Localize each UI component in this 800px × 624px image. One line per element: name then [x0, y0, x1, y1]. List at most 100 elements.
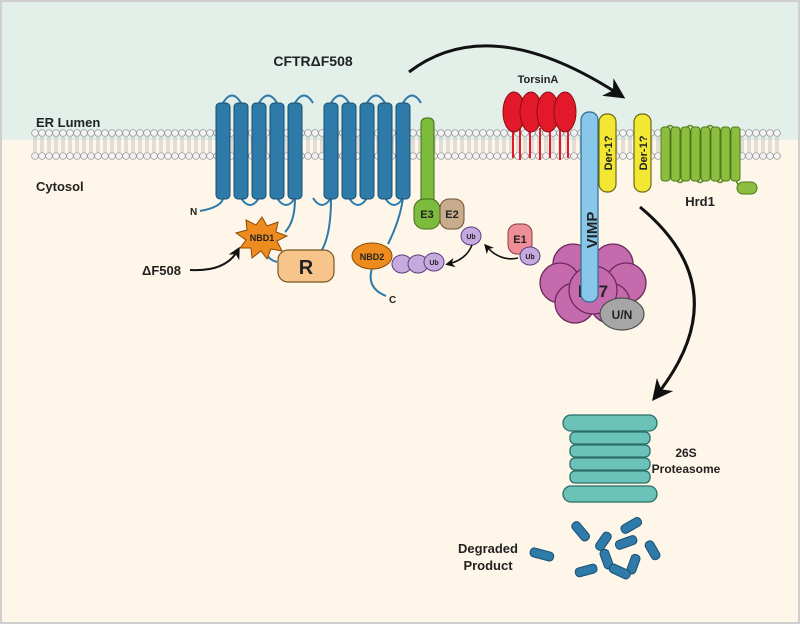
lipid-head — [66, 129, 74, 137]
lipid-head — [409, 129, 417, 137]
nbd1-starburst-icon — [234, 216, 289, 261]
lipid-head — [108, 129, 116, 137]
lipid-head — [570, 129, 578, 137]
cftr-transmembrane-helices — [215, 102, 411, 200]
lipid-head — [304, 129, 312, 137]
der1-protein-a — [598, 113, 617, 193]
n-terminus-label: N — [190, 207, 197, 218]
lipid-head — [66, 152, 74, 160]
lipid-head — [178, 129, 186, 137]
lipid-head — [500, 152, 508, 160]
lipid-head — [45, 152, 53, 160]
lipid-head — [444, 129, 452, 137]
lipid-head — [521, 152, 529, 160]
lipid-head — [206, 129, 214, 137]
lipid-head — [486, 152, 494, 160]
lipid-head — [493, 152, 501, 160]
cftr-title: CFTRΔF508 — [273, 53, 353, 69]
lipid-head — [458, 129, 466, 137]
e3-label: E3 — [420, 209, 433, 221]
vimp-protein — [580, 111, 599, 303]
lipid-head — [206, 152, 214, 160]
proteasome-label-line1: 26S — [675, 446, 696, 460]
lipid-head — [31, 152, 39, 160]
lipid-head — [150, 152, 158, 160]
lipid-head — [38, 129, 46, 137]
retrotranslocation-arrow — [408, 44, 626, 99]
lipid-head — [493, 129, 501, 137]
c-terminus-label: C — [389, 295, 396, 306]
torsina-label: TorsinA — [518, 74, 559, 86]
lipid-head — [766, 152, 774, 160]
lipid-head — [87, 152, 95, 160]
lipid-head — [479, 129, 487, 137]
lipid-head — [451, 152, 459, 160]
r-domain — [277, 249, 335, 283]
e1-to-e2-arrow — [484, 243, 519, 260]
e1-ubiquitin-icon — [519, 246, 541, 266]
hrd1-helices — [660, 126, 741, 182]
lipid-head — [45, 129, 53, 137]
lipid-head — [73, 152, 81, 160]
lipid-head — [444, 152, 452, 160]
e3-anchor-helix — [420, 117, 435, 211]
lipid-head — [745, 152, 753, 160]
lipid-head — [143, 152, 151, 160]
lipid-head — [59, 129, 67, 137]
lipid-head — [115, 152, 123, 160]
lipid-head — [437, 152, 445, 160]
lipid-head — [164, 129, 172, 137]
degradation-path-arrow — [639, 205, 696, 401]
lipid-head — [52, 152, 60, 160]
lipid-head — [52, 129, 60, 137]
lipid-head — [654, 152, 662, 160]
lipid-head — [486, 129, 494, 137]
lipid-head — [409, 152, 417, 160]
lipid-head — [626, 129, 634, 137]
proteasome-label-line2: Proteasome — [652, 462, 721, 476]
e2-label: E2 — [445, 209, 458, 221]
lipid-head — [94, 129, 102, 137]
lipid-head — [164, 152, 172, 160]
lipid-head — [129, 129, 137, 137]
lipid-head — [437, 129, 445, 137]
lipid-head — [136, 152, 144, 160]
lipid-head — [38, 152, 46, 160]
lipid-head — [311, 152, 319, 160]
lipid-head — [773, 152, 781, 160]
lipid-head — [73, 129, 81, 137]
e2-ub-label: Ub — [466, 234, 475, 241]
lipid-head — [192, 129, 200, 137]
e1-label: E1 — [513, 234, 526, 246]
lipid-head — [626, 152, 634, 160]
e2-to-substrate-arrow — [445, 244, 473, 268]
lipid-head — [619, 152, 627, 160]
er-lumen-label: ER Lumen — [36, 115, 100, 130]
lipid-head — [745, 129, 753, 137]
der1-label-a: Der-1? — [603, 135, 615, 170]
mutation-label: ΔF508 — [142, 263, 181, 278]
lipid-head — [31, 129, 39, 137]
lipid-head — [129, 152, 137, 160]
lipid-head — [185, 129, 193, 137]
lipid-head — [654, 129, 662, 137]
lipid-head — [479, 152, 487, 160]
lipid-head — [311, 129, 319, 137]
degraded-product-line1: Degraded — [458, 541, 518, 556]
lipid-head — [766, 129, 774, 137]
lipid-head — [136, 129, 144, 137]
ub-chain-label: Ub — [429, 260, 438, 267]
lipid-head — [199, 129, 207, 137]
lipid-head — [108, 152, 116, 160]
lipid-head — [101, 152, 109, 160]
lipid-head — [759, 129, 767, 137]
lipid-head — [192, 152, 200, 160]
proteasome-26s — [562, 414, 658, 503]
e2-enzyme — [439, 198, 465, 230]
lipid-head — [472, 129, 480, 137]
lipid-head — [752, 129, 760, 137]
nbd2-domain — [351, 242, 393, 270]
